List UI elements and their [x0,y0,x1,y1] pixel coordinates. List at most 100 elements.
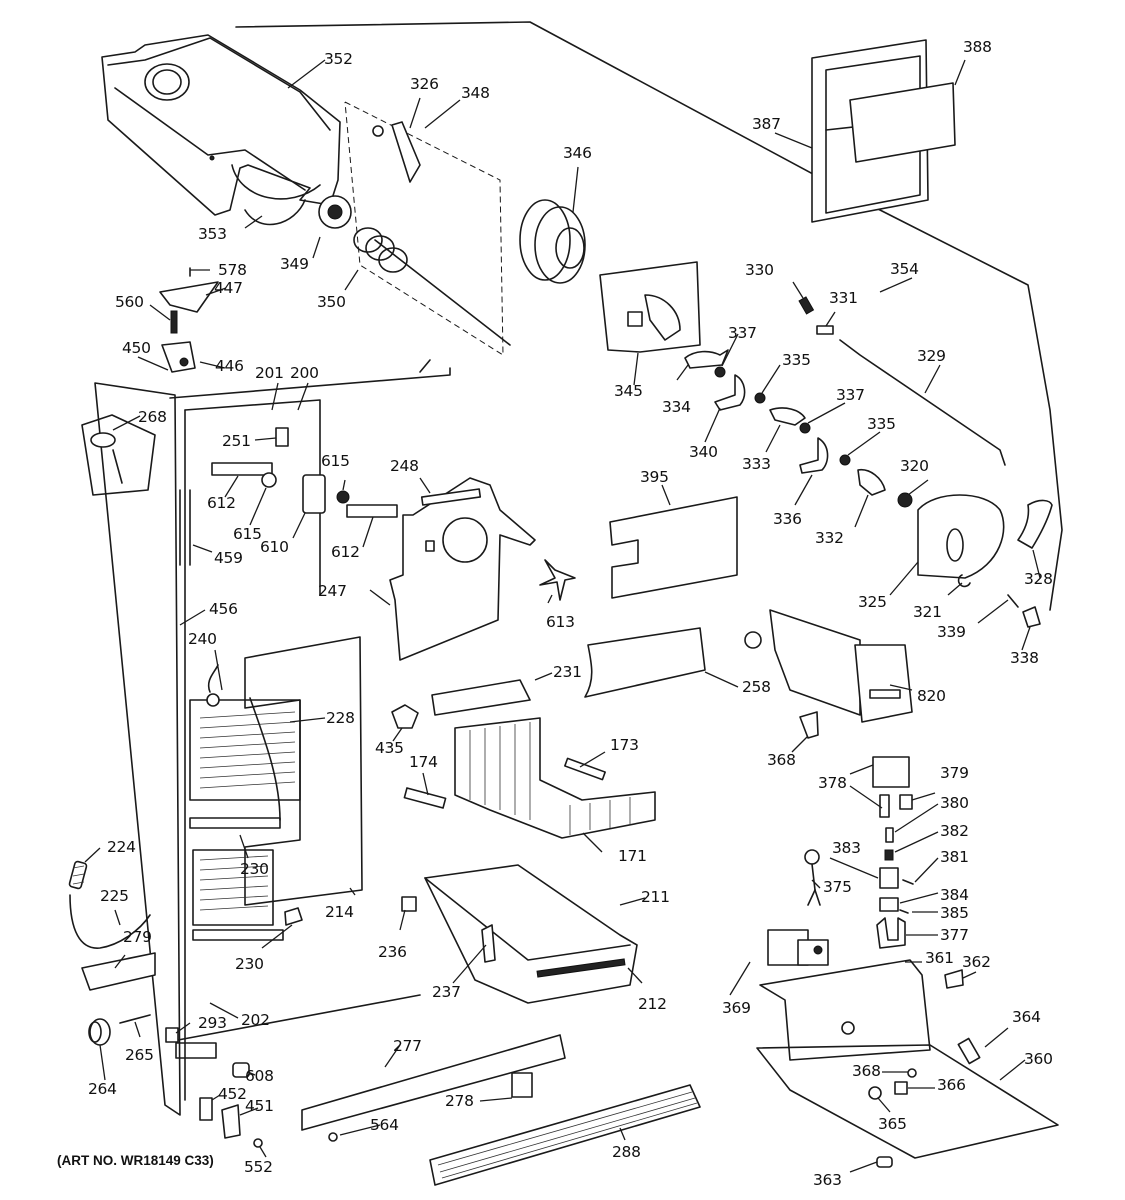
callout-337-2[interactable]: 337 [836,386,865,404]
callout-237[interactable]: 237 [432,983,461,1001]
callout-230-2[interactable]: 230 [235,955,264,973]
callout-366[interactable]: 366 [937,1076,966,1094]
callout-368[interactable]: 368 [767,751,796,769]
part-320-bearing[interactable] [897,492,913,508]
callout-387[interactable]: 387 [752,115,781,133]
part-333-cam[interactable] [769,407,806,426]
part-375-wire-harness[interactable] [804,849,821,906]
part-230-clip[interactable] [284,907,303,926]
part-240-defrost-thermostat[interactable] [206,664,220,707]
part-368-screw[interactable] [907,1068,917,1078]
part-265-axle[interactable] [119,1014,151,1024]
part-331-clip[interactable] [816,325,834,335]
part-435-damper[interactable] [391,704,419,729]
part-332-cam[interactable] [857,468,886,496]
callout-578[interactable]: 578 [218,261,247,279]
part-251-thermistor[interactable] [275,427,289,447]
part-369-motor[interactable] [767,929,829,966]
callout-360[interactable]: 360 [1024,1050,1053,1068]
part-334-cam[interactable] [684,349,729,369]
part-368-clip[interactable] [799,711,819,739]
callout-459[interactable]: 459 [214,549,243,567]
callout-381[interactable]: 381 [940,848,969,866]
part-349-bearing[interactable] [318,195,352,229]
callout-268[interactable]: 268 [138,408,167,426]
callout-331[interactable]: 331 [829,289,858,307]
part-330-spring[interactable] [798,296,815,315]
part-277-rail[interactable] [301,1034,566,1131]
callout-211[interactable]: 211 [641,888,670,906]
part-328-shield[interactable] [1017,499,1053,549]
callout-610[interactable]: 610 [260,538,289,556]
callout-248[interactable]: 248 [390,457,419,475]
callout-214[interactable]: 214 [325,903,354,921]
callout-338[interactable]: 338 [1010,649,1039,667]
part-247-air-duct[interactable] [389,477,536,661]
part-248-seal[interactable] [420,488,482,506]
callout-333[interactable]: 333 [742,455,771,473]
part-615-bushing-2[interactable] [336,490,350,504]
callout-612-2[interactable]: 612 [331,543,360,561]
part-377-bracket[interactable] [876,917,906,949]
part-361-bracket[interactable] [759,959,931,1061]
callout-345[interactable]: 345 [614,382,643,400]
part-381-pin[interactable] [902,879,914,885]
callout-321[interactable]: 321 [913,603,942,621]
part-326-washer[interactable] [372,125,384,137]
part-345-mounting-plate[interactable] [599,261,701,353]
callout-346[interactable]: 346 [563,144,592,162]
part-212-trim[interactable] [536,958,626,978]
callout-325[interactable]: 325 [858,593,887,611]
callout-231[interactable]: 231 [553,663,582,681]
callout-378[interactable]: 378 [818,774,847,792]
part-459-trim[interactable] [179,489,191,566]
part-268-light-socket[interactable] [81,414,156,496]
part-452-plate[interactable] [199,1097,213,1121]
callout-224[interactable]: 224 [107,838,136,856]
part-612-bracket[interactable] [211,462,273,476]
callout-335-2[interactable]: 335 [867,415,896,433]
part-612-bracket-2[interactable] [346,504,398,518]
callout-247[interactable]: 247 [318,582,347,600]
callout-339[interactable]: 339 [937,623,966,641]
part-352-ice-bucket[interactable] [101,34,341,216]
part-278-roller[interactable] [511,1072,533,1098]
callout-335[interactable]: 335 [782,351,811,369]
part-383-sleeve[interactable] [879,867,899,889]
callout-354[interactable]: 354 [890,260,919,278]
callout-202[interactable]: 202 [241,1011,270,1029]
part-385-pin[interactable] [899,909,909,914]
callout-173[interactable]: 173 [610,736,639,754]
part-230-heater-2[interactable] [192,929,284,941]
part-363-knob[interactable] [876,1156,893,1168]
part-610-switch[interactable] [302,474,326,514]
callout-379[interactable]: 379 [940,764,969,782]
part-615-bushing[interactable] [261,472,277,488]
callout-230[interactable]: 230 [240,860,269,878]
callout-361[interactable]: 361 [925,949,954,967]
callout-337[interactable]: 337 [728,324,757,342]
part-348-plate[interactable] [391,121,421,183]
part-236-hinge[interactable] [401,896,417,912]
callout-279[interactable]: 279 [123,928,152,946]
part-384-housing[interactable] [879,897,899,912]
part-360-chute-plate[interactable] [756,1044,1059,1159]
part-346-auger-motor[interactable] [519,199,586,284]
callout-264[interactable]: 264 [88,1080,117,1098]
callout-560[interactable]: 560 [115,293,144,311]
part-335-washer[interactable] [754,392,766,404]
callout-435[interactable]: 435 [375,739,404,757]
part-174-slide[interactable] [403,787,447,809]
callout-452[interactable]: 452 [218,1085,247,1103]
callout-277[interactable]: 277 [393,1037,422,1055]
callout-174[interactable]: 174 [409,753,438,771]
callout-265[interactable]: 265 [125,1046,154,1064]
callout-382[interactable]: 382 [940,822,969,840]
part-258-cover[interactable] [584,627,706,698]
callout-451[interactable]: 451 [245,1097,274,1115]
callout-258[interactable]: 258 [742,678,771,696]
part-237-hinge[interactable] [481,924,496,963]
callout-353[interactable]: 353 [198,225,227,243]
part-279-trough[interactable] [81,952,156,991]
callout-820[interactable]: 820 [917,687,946,705]
